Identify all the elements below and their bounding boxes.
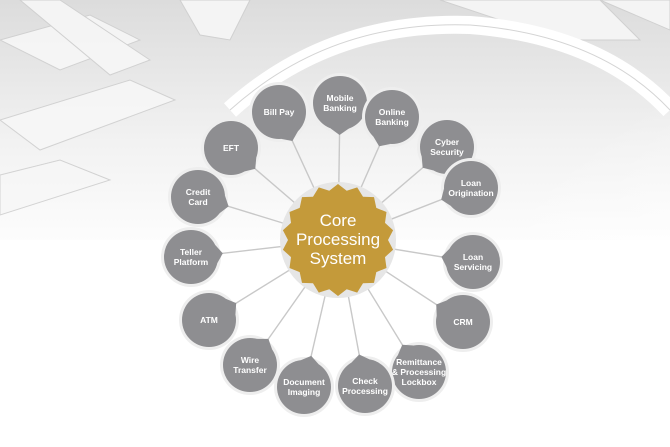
node-bubble <box>365 90 419 144</box>
node-label-line: Credit <box>186 187 211 197</box>
node-label-line: Remittance <box>396 357 442 367</box>
node-bubble <box>223 338 277 392</box>
node-bubble <box>436 295 490 349</box>
hub-label-line: Processing <box>296 230 380 249</box>
node-label-line: Bill Pay <box>264 107 295 117</box>
hub-label-line: Core <box>320 211 357 230</box>
node-bill-pay: Bill Pay <box>249 82 309 142</box>
node-label-line: & Processing <box>392 367 446 377</box>
node-eft: EFT <box>201 118 261 178</box>
node-bubble <box>182 293 236 347</box>
node-label-line: Cyber <box>435 137 460 147</box>
node-bubble <box>277 360 331 414</box>
node-label-line: Loan <box>463 252 483 262</box>
node-atm: ATM <box>179 290 239 350</box>
node-label-line: Transfer <box>233 365 267 375</box>
hub-label-line: System <box>310 249 367 268</box>
gear-shape <box>282 184 394 296</box>
node-label-line: Processing <box>342 386 388 396</box>
node-label-line: Origination <box>448 188 493 198</box>
node-bubble <box>313 76 367 130</box>
node-bubble <box>446 235 500 289</box>
node-bubble <box>204 121 258 175</box>
node-bubble <box>171 170 225 224</box>
node-bubble <box>392 345 446 399</box>
node-label-line: Online <box>379 107 406 117</box>
node-label-line: Lockbox <box>402 377 437 387</box>
node-label-line: Banking <box>323 103 357 113</box>
node-label-line: Document <box>283 377 325 387</box>
node-bubble <box>252 85 306 139</box>
node-label-line: Mobile <box>327 93 354 103</box>
node-bubble <box>444 161 498 215</box>
node-label-line: EFT <box>223 143 240 153</box>
node-bubble <box>164 230 218 284</box>
node-crm: CRM <box>433 292 493 352</box>
node-label-line: Card <box>188 197 207 207</box>
node-label-line: Imaging <box>288 387 321 397</box>
node-label-line: Check <box>352 376 378 386</box>
node-label-line: Banking <box>375 117 409 127</box>
node-label-line: Teller <box>180 247 203 257</box>
node-pointer <box>330 128 349 135</box>
node-label-line: ATM <box>200 315 218 325</box>
node-label-line: Wire <box>241 355 260 365</box>
node-label-line: Loan <box>461 178 481 188</box>
node-label-line: Servicing <box>454 262 492 272</box>
node-label-line: Platform <box>174 257 209 267</box>
node-label-line: CRM <box>453 317 472 327</box>
node-bubble <box>338 359 392 413</box>
node-label-line: Security <box>430 147 464 157</box>
